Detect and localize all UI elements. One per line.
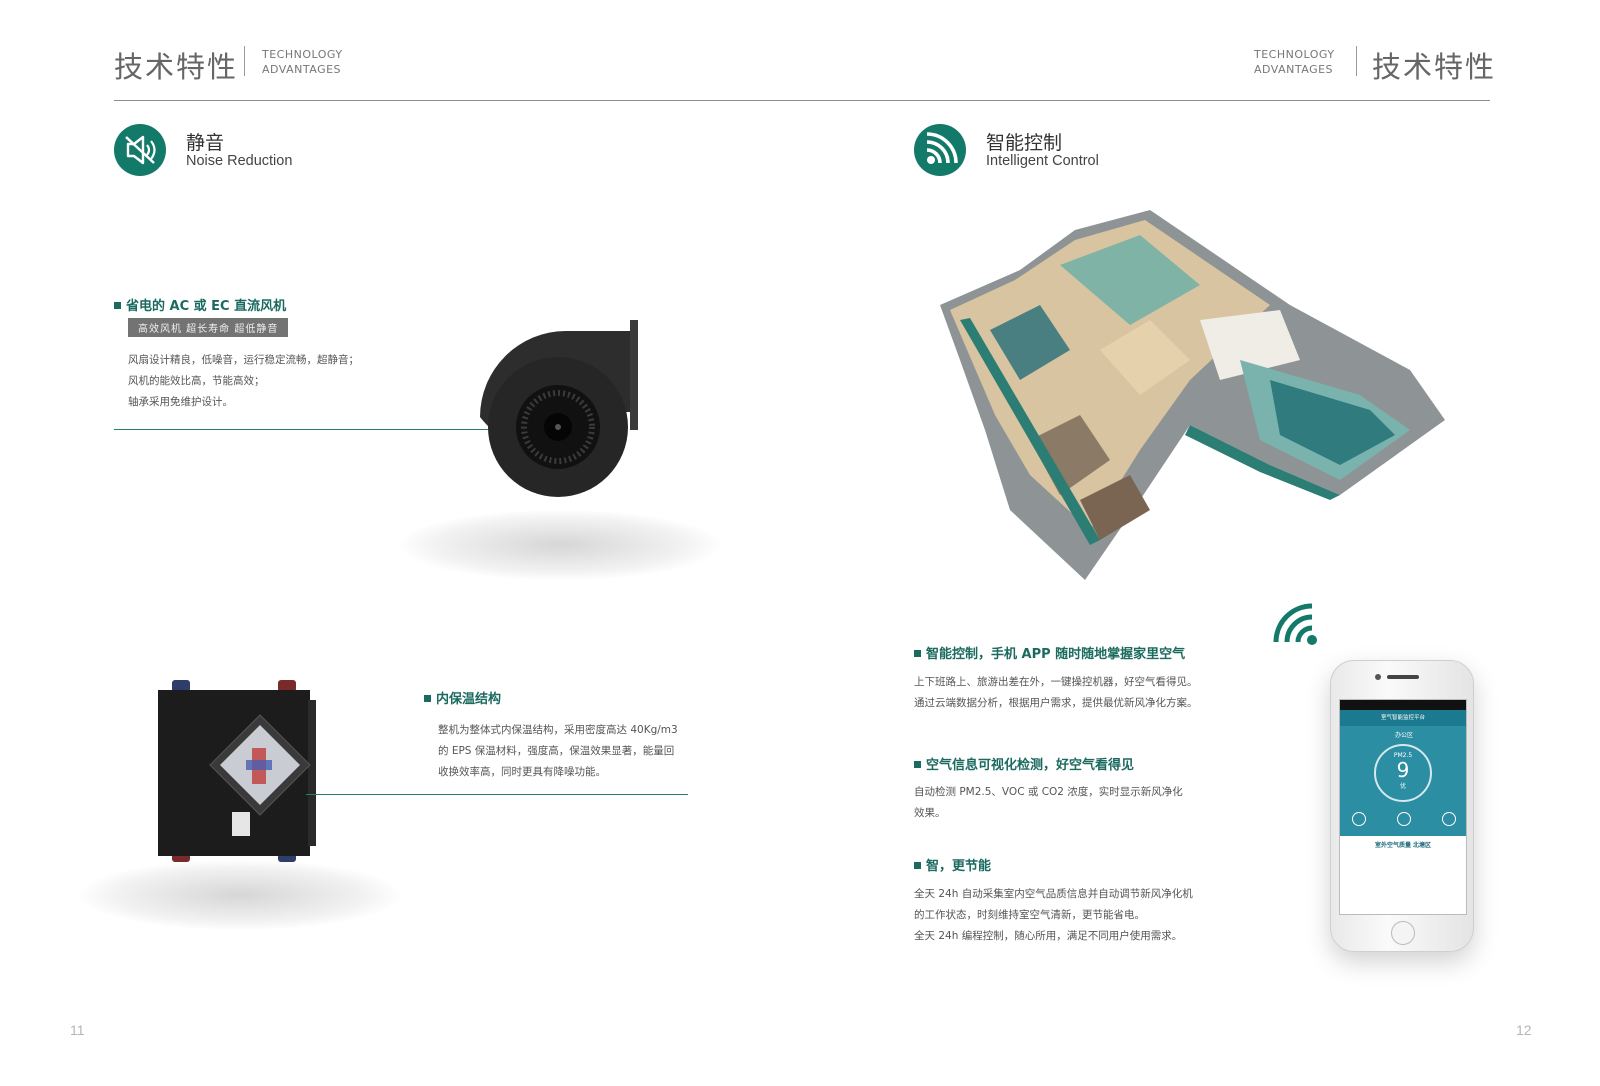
outdoor-panel: 室外空气质量 北塘区 [1340,836,1466,851]
fan-line: 轴承采用免维护设计。 [128,396,233,408]
phone-app-title: 室气智能监控平台 [1340,710,1466,726]
left-header-subtitle-line1: TECHNOLOGY [262,48,343,61]
smart-line: 全天 24h 编程控制，随心所用，满足不同用户使用需求。 [914,930,1183,942]
co2-icon [1352,812,1366,826]
visual-description: 自动检测 PM2.5、VOC 或 CO2 浓度，实时显示新风净化 效果。 [914,782,1183,824]
fan-description: 风扇设计精良，低噪音，运行稳定流畅，超静音； 风机的能效比高，节能高效； 轴承采… [128,350,359,413]
left-header-title: 技术特性 [114,50,239,84]
insulation-line: 整机为整体式内保温结构，采用密度高达 40Kg/m3 [438,724,678,736]
pm25-gauge: PM2.5 9 优 [1374,744,1432,802]
fan-heading: 省电的 AC 或 EC 直流风机 [114,295,286,314]
unit-shadow [80,860,400,930]
outdoor-title: 室外空气质量 北塘区 [1374,842,1432,849]
header-rule [114,100,1490,101]
insulation-description: 整机为整体式内保温结构，采用密度高达 40Kg/m3 的 EPS 保温材料，强度… [438,720,678,783]
pm25-value: 9 [1396,758,1410,782]
left-header-subtitle: TECHNOLOGY ADVANTAGES [262,47,343,77]
fan-tag: 高效风机 超长寿命 超低静音 [128,318,289,337]
insulation-heading: 内保温结构 [424,688,501,707]
app-line: 上下班路上、旅游出差在外，一键操控机器，好空气看得见。 [914,676,1198,688]
visual-heading: 空气信息可视化检测，好空气看得见 [914,754,1134,773]
pm25-label: PM2.5 [1393,752,1413,759]
phone-earpiece [1387,675,1419,679]
phone-home-button [1391,921,1415,945]
left-section-title: 静音 [186,132,225,154]
wifi-signal-icon [914,124,966,176]
phone-screen: 室气智能监控平台 办公区 PM2.5 9 优 室外空气质量 北塘区 [1339,699,1467,915]
phone-room-label: 办公区 [1394,732,1413,739]
smartphone-mockup: 室气智能监控平台 办公区 PM2.5 9 优 室外空气质量 北塘区 [1330,660,1474,952]
phone-camera [1375,674,1381,680]
humidity-icon [1442,812,1456,826]
phone-main-panel: 办公区 PM2.5 9 优 [1340,726,1466,836]
smart-heading: 智，更节能 [914,855,991,874]
speaker-mute-icon [114,124,166,176]
wifi-icon [1273,603,1317,645]
smart-line: 的工作状态，时刻维持室空气清新，更节能省电。 [914,909,1145,921]
right-section-subtitle: Intelligent Control [986,153,1099,169]
app-line: 通过云端数据分析，根据用户需求，提供最优新风净化方案。 [914,697,1198,709]
thermometer-icon [1397,812,1411,826]
fan-illustration [480,320,638,497]
fan-leader-line [114,429,504,430]
fan-line: 风机的能效比高，节能高效； [128,375,265,387]
fan-shadow [400,510,720,580]
pm25-grade: 优 [1399,783,1406,790]
insulation-line: 收换效率高，同时更具有降噪功能。 [438,766,606,778]
right-header-divider [1356,46,1357,76]
left-section-subtitle: Noise Reduction [186,153,293,169]
app-heading: 智能控制，手机 APP 随时随地掌握家里空气 [914,643,1185,662]
right-section-title: 智能控制 [986,132,1063,154]
page-number-right: 12 [1516,1022,1532,1038]
app-description: 上下班路上、旅游出差在外，一键操控机器，好空气看得见。 通过云端数据分析，根据用… [914,672,1198,714]
phone-status-bar [1340,700,1466,710]
insulation-leader-line [306,794,688,795]
house-floorplan-illustration [940,210,1445,580]
right-header-title: 技术特性 [1372,50,1497,84]
page-number-left: 11 [70,1022,85,1038]
insulation-line: 的 EPS 保温材料，强度高，保温效果显著，能量回 [438,745,675,757]
phone-indicator-row [1352,812,1456,826]
visual-line: 效果。 [914,807,946,819]
right-header-subtitle: TECHNOLOGY ADVANTAGES [1254,47,1335,77]
visual-line: 自动检测 PM2.5、VOC 或 CO2 浓度，实时显示新风净化 [914,786,1183,798]
smart-line: 全天 24h 自动采集室内空气品质信息并自动调节新风净化机 [914,888,1193,900]
smart-description: 全天 24h 自动采集室内空气品质信息并自动调节新风净化机 的工作状态，时刻维持… [914,884,1193,947]
ventilation-unit-illustration [158,680,316,862]
right-header-subtitle-line1: TECHNOLOGY [1254,48,1335,61]
right-header-subtitle-line2: ADVANTAGES [1254,63,1334,76]
fan-line: 风扇设计精良，低噪音，运行稳定流畅，超静音； [128,354,359,366]
left-header-divider [244,46,245,76]
left-header-subtitle-line2: ADVANTAGES [262,63,342,76]
